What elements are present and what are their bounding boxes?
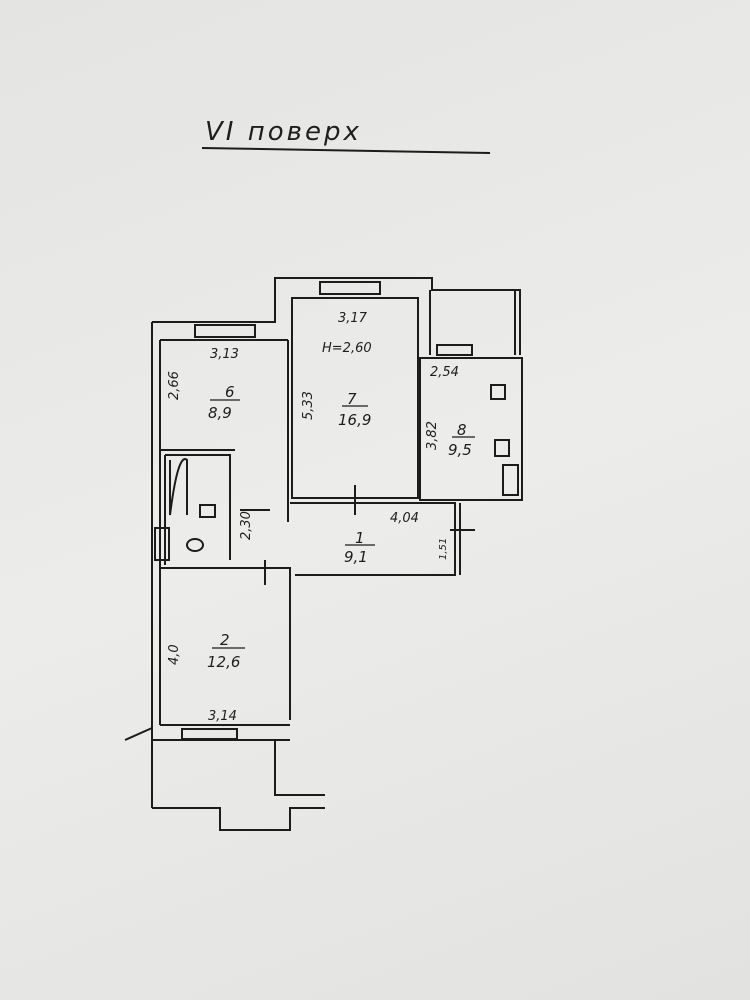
svg-text:4,04: 4,04 [390,511,419,526]
title-underline [201,147,491,154]
svg-text:8,9: 8,9 [208,404,232,422]
svg-text:3,17: 3,17 [338,311,368,326]
toilet-icon [186,538,204,552]
svg-text:9,5: 9,5 [448,441,472,459]
svg-text:12,6: 12,6 [207,653,240,671]
room-8: 2,54 3,82 8 9,5 [425,365,475,459]
svg-text:5,33: 5,33 [301,391,316,420]
svg-text:1,51: 1,51 [438,538,449,560]
svg-text:2,54: 2,54 [430,365,459,380]
window-room-8 [436,344,473,356]
walls [124,277,523,831]
room-2: 3,14 4,0 2 12,6 [167,631,245,724]
svg-text:6: 6 [225,383,235,401]
sink-bath-icon [199,504,216,518]
window-room-2 [181,728,238,740]
svg-text:7: 7 [347,390,357,408]
room-7: 3,17 H=2,60 5,33 7 16,9 [301,311,372,429]
shaft-icon [154,527,170,561]
svg-text:1: 1 [355,529,365,547]
svg-text:3,14: 3,14 [208,709,237,724]
svg-text:H=2,60: H=2,60 [322,341,372,356]
stove-icon [490,384,506,400]
svg-text:3,13: 3,13 [210,347,239,362]
svg-text:2: 2 [220,631,230,649]
room-1-hallway: 4,04 1,51 1 9,1 2,30 [239,511,449,566]
svg-text:4,0: 4,0 [167,644,182,665]
svg-text:8: 8 [457,421,467,439]
window-room-7 [319,281,381,295]
floor-title: VI поверх [205,117,362,147]
window-room-6 [194,324,256,338]
bathtub-icon [169,458,188,516]
svg-text:2,30: 2,30 [239,511,254,540]
svg-text:2,66: 2,66 [167,371,182,400]
svg-text:9,1: 9,1 [344,548,368,566]
svg-text:16,9: 16,9 [338,411,371,429]
svg-text:3,82: 3,82 [425,421,440,450]
room-6: 3,13 2,66 6 8,9 [167,347,240,422]
sink-icon [494,439,510,457]
radiator-icon [502,464,519,496]
